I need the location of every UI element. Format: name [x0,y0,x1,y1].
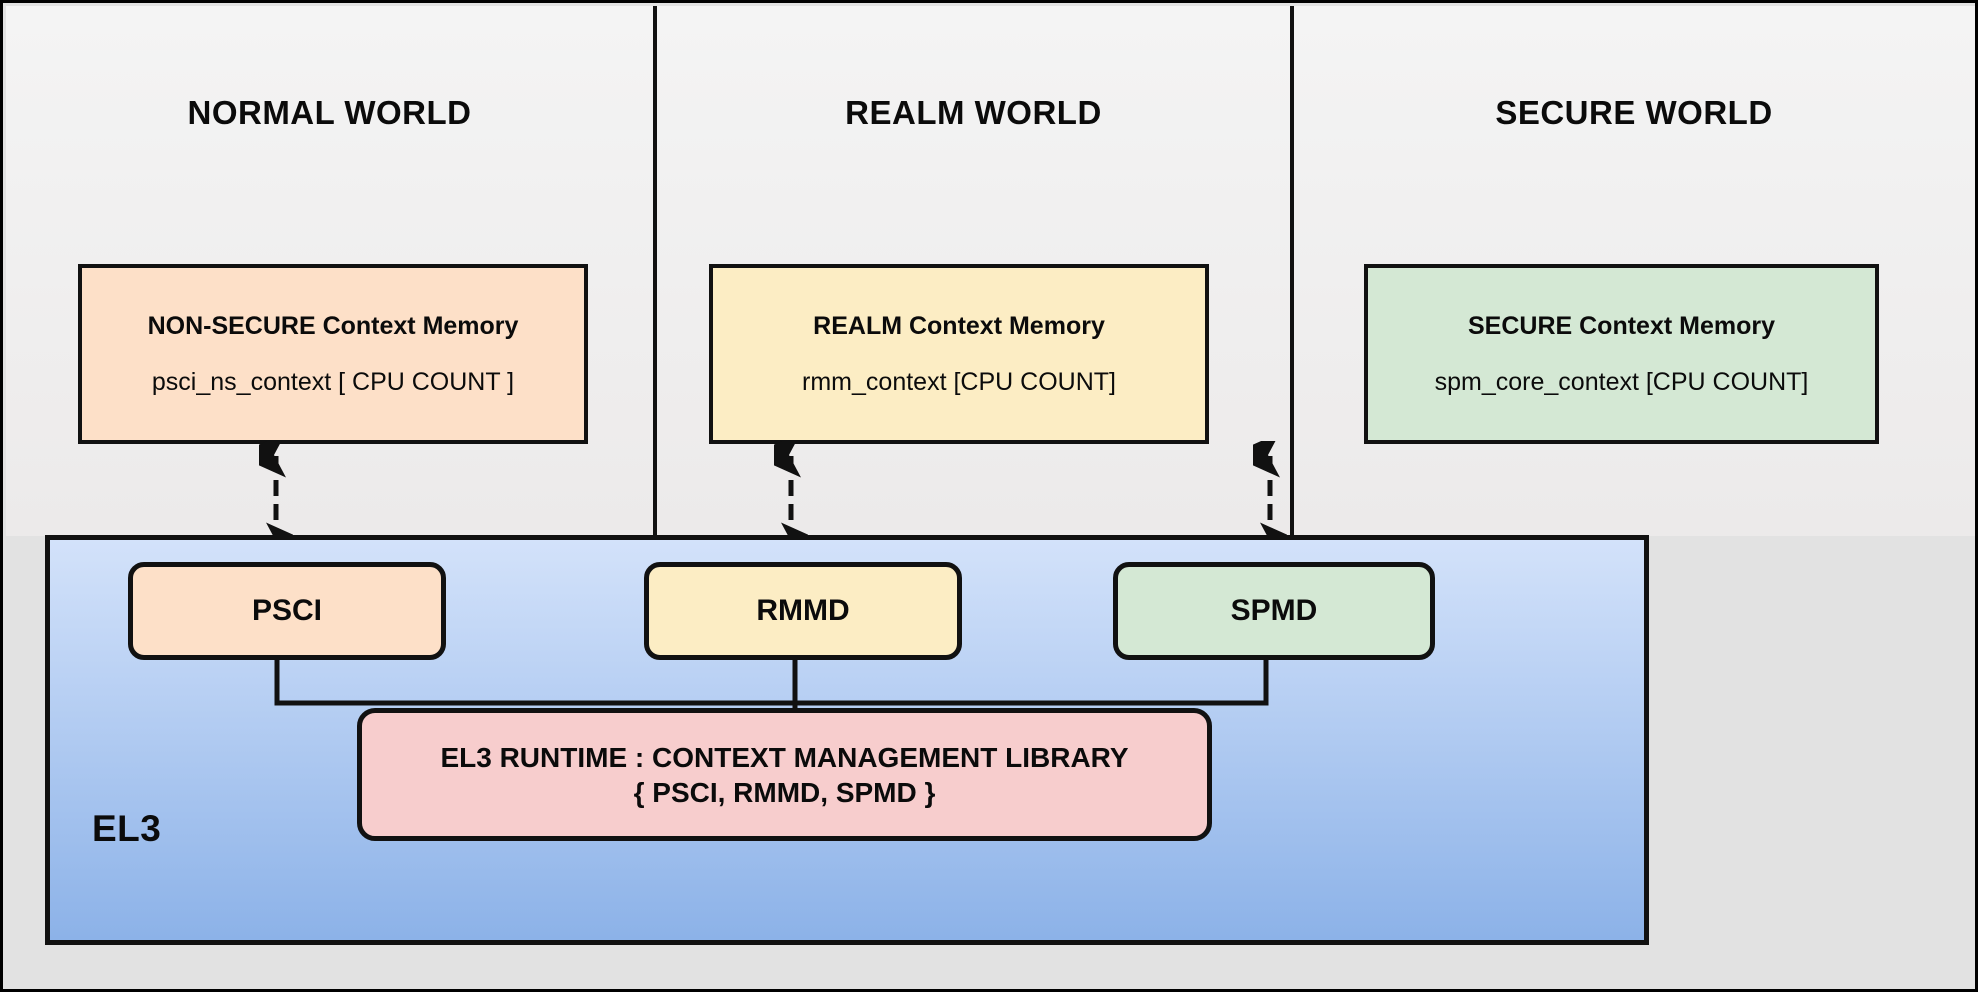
module-box-psci[interactable]: PSCI [128,562,446,660]
context-memory-title-non-secure: NON-SECURE Context Memory [147,312,519,340]
context-memory-box-realm: REALM Context Memory rmm_context [CPU CO… [709,264,1209,444]
world-title-realm: REALM WORLD [845,94,1102,131]
module-box-spmd[interactable]: SPMD [1113,562,1435,660]
world-column-realm: REALM WORLD REALM Context Memory rmm_con… [657,6,1294,536]
runtime-library-box[interactable]: EL3 RUNTIME : CONTEXT MANAGEMENT LIBRARY… [357,708,1212,841]
context-memory-subtitle-non-secure: psci_ns_context [ CPU COUNT ] [151,368,515,396]
runtime-library-members: { PSCI, RMMD, SPMD } [633,776,936,808]
context-memory-subtitle-secure: spm_core_context [CPU COUNT] [1434,368,1809,396]
el3-panel: PSCI RMMD SPMD EL3 RUNTIME : CONTEXT MAN… [45,535,1649,945]
context-memory-box-secure: SECURE Context Memory spm_core_context [… [1364,264,1879,444]
context-memory-box-non-secure: NON-SECURE Context Memory psci_ns_contex… [78,264,588,444]
worlds-band: NORMAL WORLD NON-SECURE Context Memory p… [6,6,1975,536]
world-title-normal: NORMAL WORLD [187,94,472,131]
module-label-psci: PSCI [251,594,323,627]
world-column-normal: NORMAL WORLD NON-SECURE Context Memory p… [6,6,657,536]
module-label-spmd: SPMD [1230,594,1318,627]
world-title-secure: SECURE WORLD [1495,94,1773,131]
el3-label: EL3 [92,808,162,849]
context-memory-title-realm: REALM Context Memory [813,312,1105,340]
module-box-rmmd[interactable]: RMMD [644,562,962,660]
context-memory-title-secure: SECURE Context Memory [1468,312,1775,340]
runtime-library-title: EL3 RUNTIME : CONTEXT MANAGEMENT LIBRARY [440,741,1129,773]
world-column-secure: SECURE WORLD SECURE Context Memory spm_c… [1294,6,1974,536]
context-memory-subtitle-realm: rmm_context [CPU COUNT] [802,368,1116,396]
module-label-rmmd: RMMD [756,594,850,627]
